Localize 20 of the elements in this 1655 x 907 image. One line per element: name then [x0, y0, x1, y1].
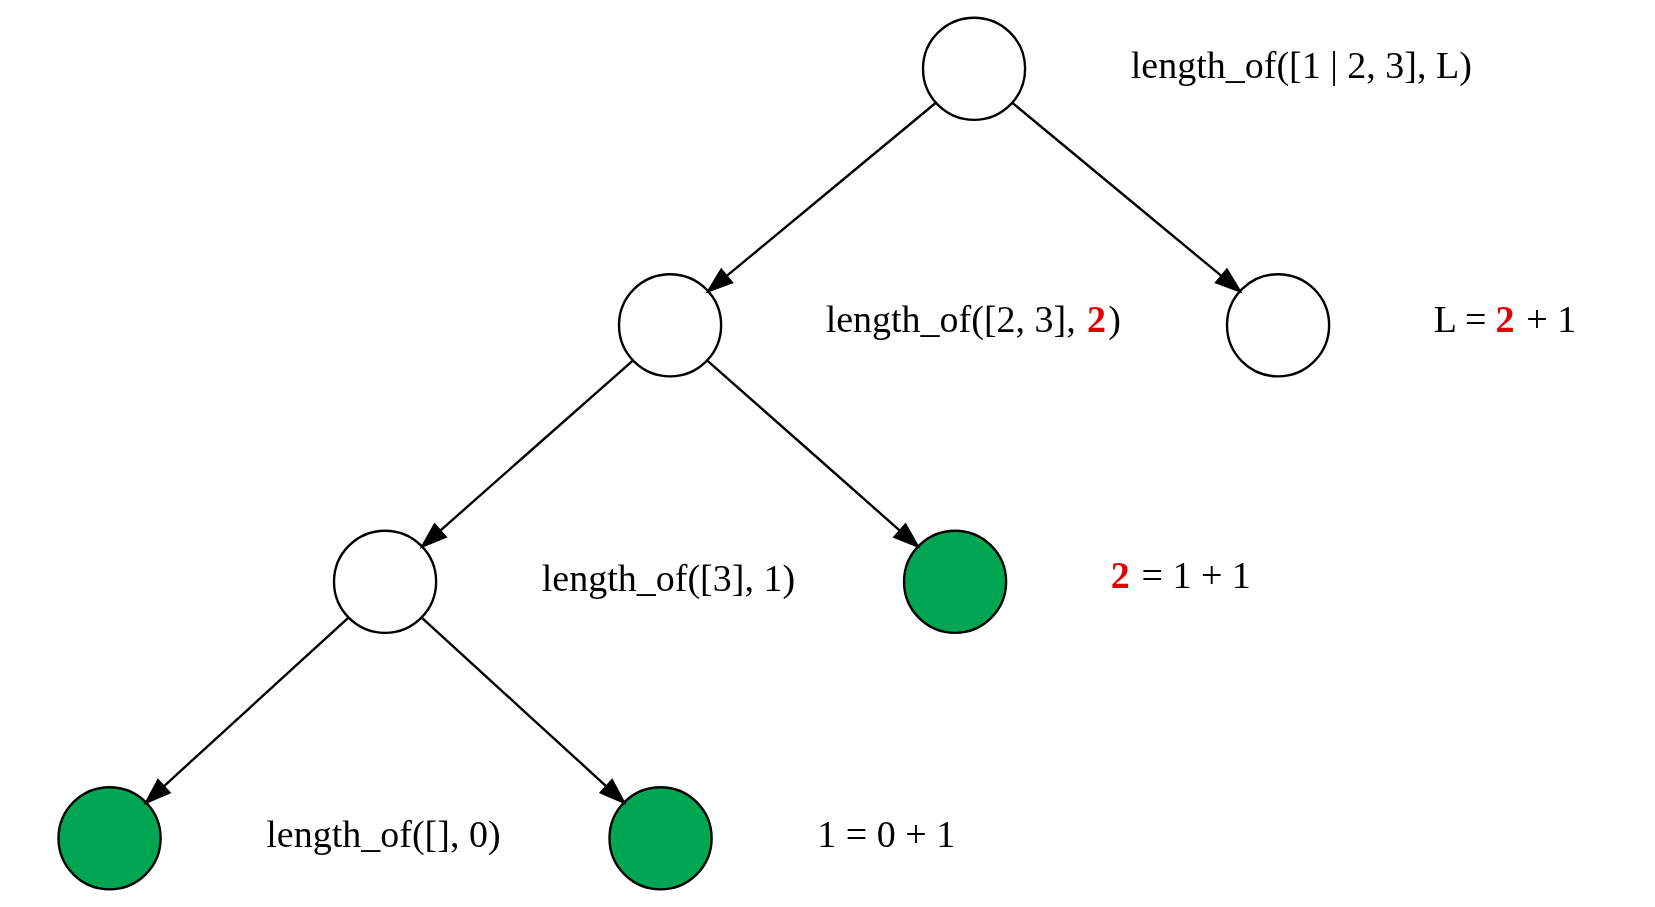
node-circle — [56, 786, 162, 891]
arrow — [419, 359, 634, 549]
node-label: length_of([], 0) — [265, 813, 501, 856]
node-circle — [607, 786, 713, 891]
node-circle — [921, 16, 1026, 121]
arrow — [1011, 102, 1243, 294]
node-label: length_of([2, 3], 2) — [825, 297, 1121, 340]
node-label: 2 = 1 + 1 — [1110, 554, 1251, 597]
node-label: 1 = 0 + 1 — [816, 813, 955, 856]
arrow — [704, 102, 936, 294]
node-label: length_of([3], 1) — [541, 556, 795, 599]
node-circle — [1225, 273, 1330, 378]
arrow — [706, 359, 920, 549]
node-label: length_of([1 | 2, 3], L) — [1130, 43, 1472, 86]
node-circle — [902, 529, 1007, 634]
node-label: L = 2 + 1 — [1433, 297, 1576, 340]
node-circle — [332, 529, 437, 634]
node-circle — [617, 273, 722, 378]
arrow — [420, 617, 627, 805]
arrow — [143, 617, 349, 805]
